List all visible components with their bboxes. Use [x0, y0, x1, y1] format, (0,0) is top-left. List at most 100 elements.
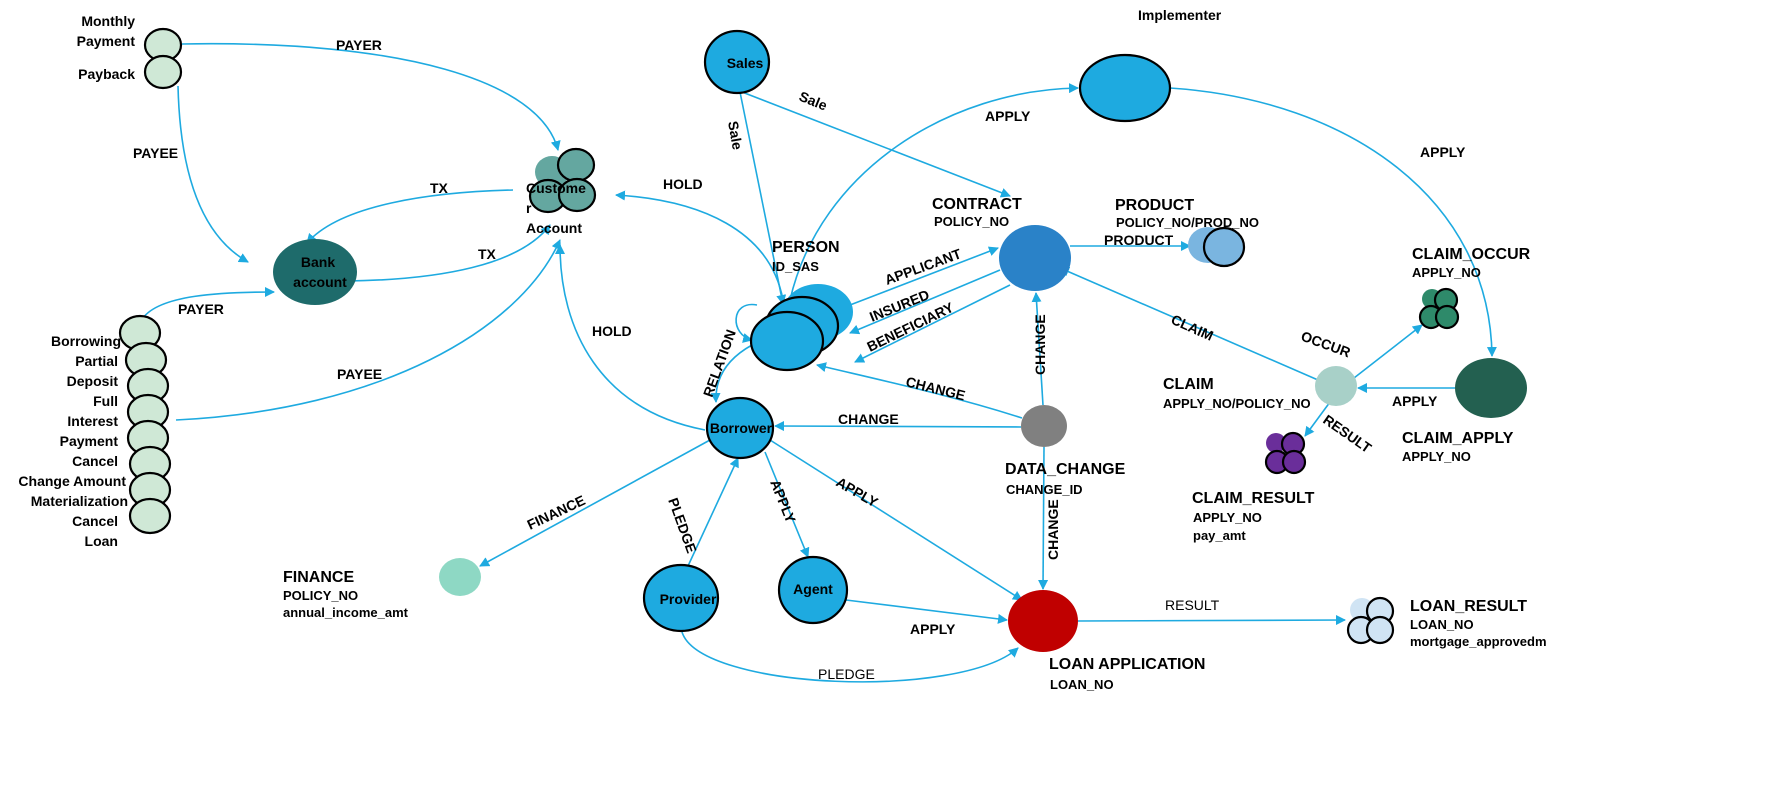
node-circle[interactable] — [999, 225, 1071, 291]
edge-change-person — [816, 362, 1023, 419]
node-provider[interactable]: Provider — [642, 563, 720, 633]
node-circle[interactable] — [128, 497, 172, 535]
edge-label: PAYEE — [133, 145, 178, 161]
edge-finance — [479, 439, 711, 567]
edge-pledge-provider — [687, 457, 739, 567]
edge-label: HOLD — [592, 323, 632, 339]
node-label: Payback — [78, 66, 135, 82]
edge-hold-person — [615, 190, 784, 301]
edge-label: APPLY — [910, 621, 956, 637]
edge-label: HOLD — [663, 176, 703, 192]
edge-occur — [1353, 324, 1423, 379]
node-label: CONTRACT — [932, 196, 1022, 213]
node-circle[interactable] — [749, 310, 825, 372]
node-circle[interactable] — [1315, 366, 1357, 406]
node-circle[interactable] — [1281, 449, 1307, 475]
node-label: CLAIM_OCCUR — [1412, 246, 1531, 263]
node-circle[interactable] — [557, 177, 597, 213]
node-bank-account[interactable]: Bank account — [273, 239, 357, 305]
node-circle[interactable] — [556, 147, 596, 183]
node-circle[interactable] — [1202, 226, 1246, 268]
node-implementer[interactable]: Implementer — [1078, 7, 1222, 123]
node-loan-result[interactable]: LOAN_RESULT LOAN_NO mortgage_approvedm — [1346, 596, 1547, 649]
edge-label: CHANGE — [1045, 499, 1061, 560]
node-customer-account[interactable]: Custome r Account — [526, 147, 597, 236]
node-label: Provider — [660, 591, 717, 607]
edge-beneficiary — [854, 284, 1011, 363]
edges — [142, 42, 1497, 683]
node-agent[interactable]: Agent — [777, 555, 849, 625]
node-label: Change Amount — [18, 473, 126, 489]
edge-sale-person — [739, 91, 787, 305]
node-product[interactable]: PRODUCT POLICY_NO/PROD_NO — [1115, 197, 1259, 268]
edge-payer — [181, 42, 561, 151]
node-circle[interactable] — [1078, 53, 1172, 123]
edge-hold-borrower — [555, 244, 706, 431]
edge-label: OCCUR — [1299, 328, 1353, 361]
node-person[interactable]: PERSON ID_SAS — [749, 239, 853, 372]
node-circle[interactable] — [143, 54, 183, 90]
node-circle[interactable] — [1434, 304, 1460, 330]
node-field: APPLY_NO — [1402, 449, 1471, 464]
node-field: ID_SAS — [772, 259, 819, 274]
node-circle[interactable] — [439, 558, 481, 596]
edge-label: PRODUCT — [1104, 232, 1174, 248]
edge-label: APPLY — [834, 474, 882, 511]
node-label: r — [526, 200, 532, 216]
node-sales[interactable]: Sales — [703, 29, 771, 95]
edge-change-contract — [1031, 292, 1044, 406]
node-circle[interactable] — [703, 29, 771, 95]
node-circle[interactable] — [705, 396, 775, 460]
node-monthly-payment[interactable]: Monthly Payment — [77, 13, 183, 63]
edge-payee-stack — [175, 239, 561, 421]
edge-change-loan — [1038, 446, 1049, 590]
node-label: CLAIM — [1163, 376, 1214, 393]
edge-label: RESULT — [1165, 597, 1220, 613]
node-circle[interactable] — [1021, 405, 1067, 447]
node-field: mortgage_approvedm — [1410, 634, 1547, 649]
node-claim[interactable]: CLAIM APPLY_NO/POLICY_NO — [1163, 366, 1357, 411]
node-borrower[interactable]: Borrower — [705, 396, 775, 460]
edge-payer-borrowing — [142, 287, 275, 319]
edge-result-loan — [1077, 615, 1346, 626]
node-circle[interactable] — [1365, 615, 1395, 645]
node-circle[interactable] — [273, 239, 357, 305]
node-finance[interactable]: FINANCE POLICY_NO annual_income_amt — [283, 558, 481, 620]
node-circle[interactable] — [1008, 590, 1078, 652]
edge-label: PAYEE — [337, 366, 382, 382]
edge-change-borrower — [774, 421, 1022, 432]
node-field: LOAN_NO — [1050, 677, 1114, 692]
edge-label: Sale — [725, 120, 746, 151]
node-claim-result[interactable]: CLAIM_RESULT APPLY_NO pay_amt — [1192, 431, 1315, 543]
node-payback[interactable]: Payback — [78, 54, 183, 90]
edge-label: RELATION — [700, 327, 739, 399]
node-label: Deposit — [67, 373, 119, 389]
node-label: Payment — [77, 33, 136, 49]
node-circle — [1266, 433, 1286, 453]
edge-label: CHANGE — [838, 411, 899, 427]
node-field: annual_income_amt — [283, 605, 409, 620]
edge-label: TX — [478, 246, 497, 262]
transaction-stack[interactable]: Borrowing Partial Deposit Full Interest … — [18, 314, 172, 549]
node-data-change[interactable]: DATA_CHANGE CHANGE_ID — [1005, 405, 1126, 497]
edge-label: APPLY — [1392, 393, 1438, 409]
node-label: Full — [93, 393, 118, 409]
edge-label: CLAIM — [1169, 311, 1216, 344]
edge-label: PAYER — [178, 301, 224, 317]
node-claim-apply[interactable]: CLAIM_APPLY APPLY_NO — [1402, 358, 1527, 464]
edge-label: TX — [430, 180, 449, 196]
node-contract[interactable]: CONTRACT POLICY_NO — [932, 196, 1071, 291]
node-label: account — [293, 274, 347, 290]
node-loan-application[interactable]: LOAN APPLICATION LOAN_NO — [1008, 590, 1205, 692]
node-circle[interactable] — [642, 563, 720, 633]
node-circle[interactable] — [1455, 358, 1527, 418]
node-label: Implementer — [1138, 7, 1222, 23]
node-claim-occur[interactable]: CLAIM_OCCUR APPLY_NO — [1412, 246, 1531, 330]
node-label: Borrowing — [51, 333, 121, 349]
edge-sale-contract — [741, 91, 1011, 198]
node-circle[interactable] — [777, 555, 849, 625]
node-field: APPLY_NO/POLICY_NO — [1163, 396, 1311, 411]
edge-apply-claimapply — [1169, 87, 1497, 357]
node-field: POLICY_NO — [283, 588, 358, 603]
node-field: pay_amt — [1193, 528, 1246, 543]
